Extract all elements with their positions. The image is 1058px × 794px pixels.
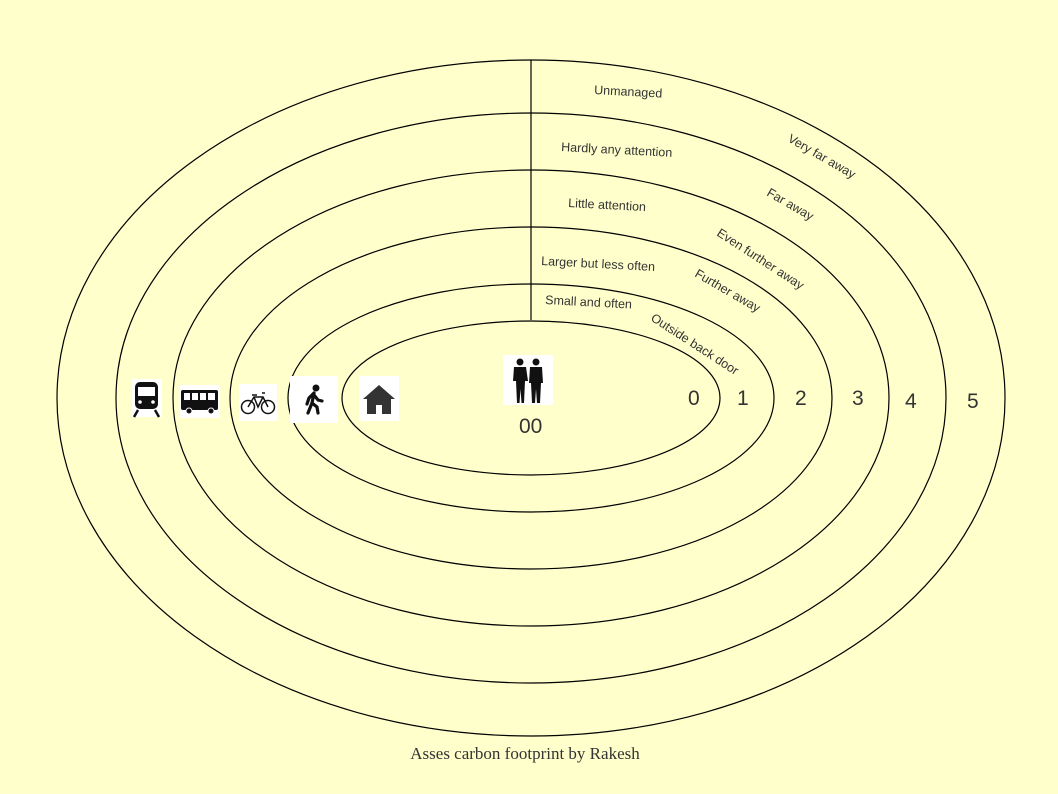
train-icon bbox=[132, 379, 162, 418]
frequency-label: Little attention bbox=[568, 196, 647, 214]
center-label: 00 bbox=[519, 415, 542, 438]
bicycle-icon bbox=[239, 384, 277, 421]
caption: Asses carbon footprint by Rakesh bbox=[410, 744, 640, 763]
frequency-label: Unmanaged bbox=[594, 83, 663, 101]
ring-number: 4 bbox=[905, 390, 917, 413]
walking-icon bbox=[290, 376, 338, 423]
frequency-label: Larger but less often bbox=[541, 254, 656, 274]
ring-0 bbox=[341, 320, 721, 476]
frequency-label: Hardly any attention bbox=[561, 140, 673, 160]
ring-number: 2 bbox=[795, 387, 807, 410]
bus-icon bbox=[180, 385, 220, 418]
ring-number: 5 bbox=[967, 390, 979, 413]
people-icon bbox=[503, 355, 553, 405]
distance-label: Far away bbox=[765, 185, 817, 223]
frequency-label: Small and often bbox=[545, 293, 633, 312]
ring-number: 0 bbox=[688, 387, 700, 410]
distance-label: Outside back door bbox=[648, 311, 741, 378]
house-icon bbox=[359, 376, 399, 421]
ring-number: 1 bbox=[737, 387, 749, 410]
ring-number: 3 bbox=[852, 387, 864, 410]
distance-label: Very far away bbox=[786, 131, 859, 181]
distance-label: Further away bbox=[693, 266, 764, 315]
